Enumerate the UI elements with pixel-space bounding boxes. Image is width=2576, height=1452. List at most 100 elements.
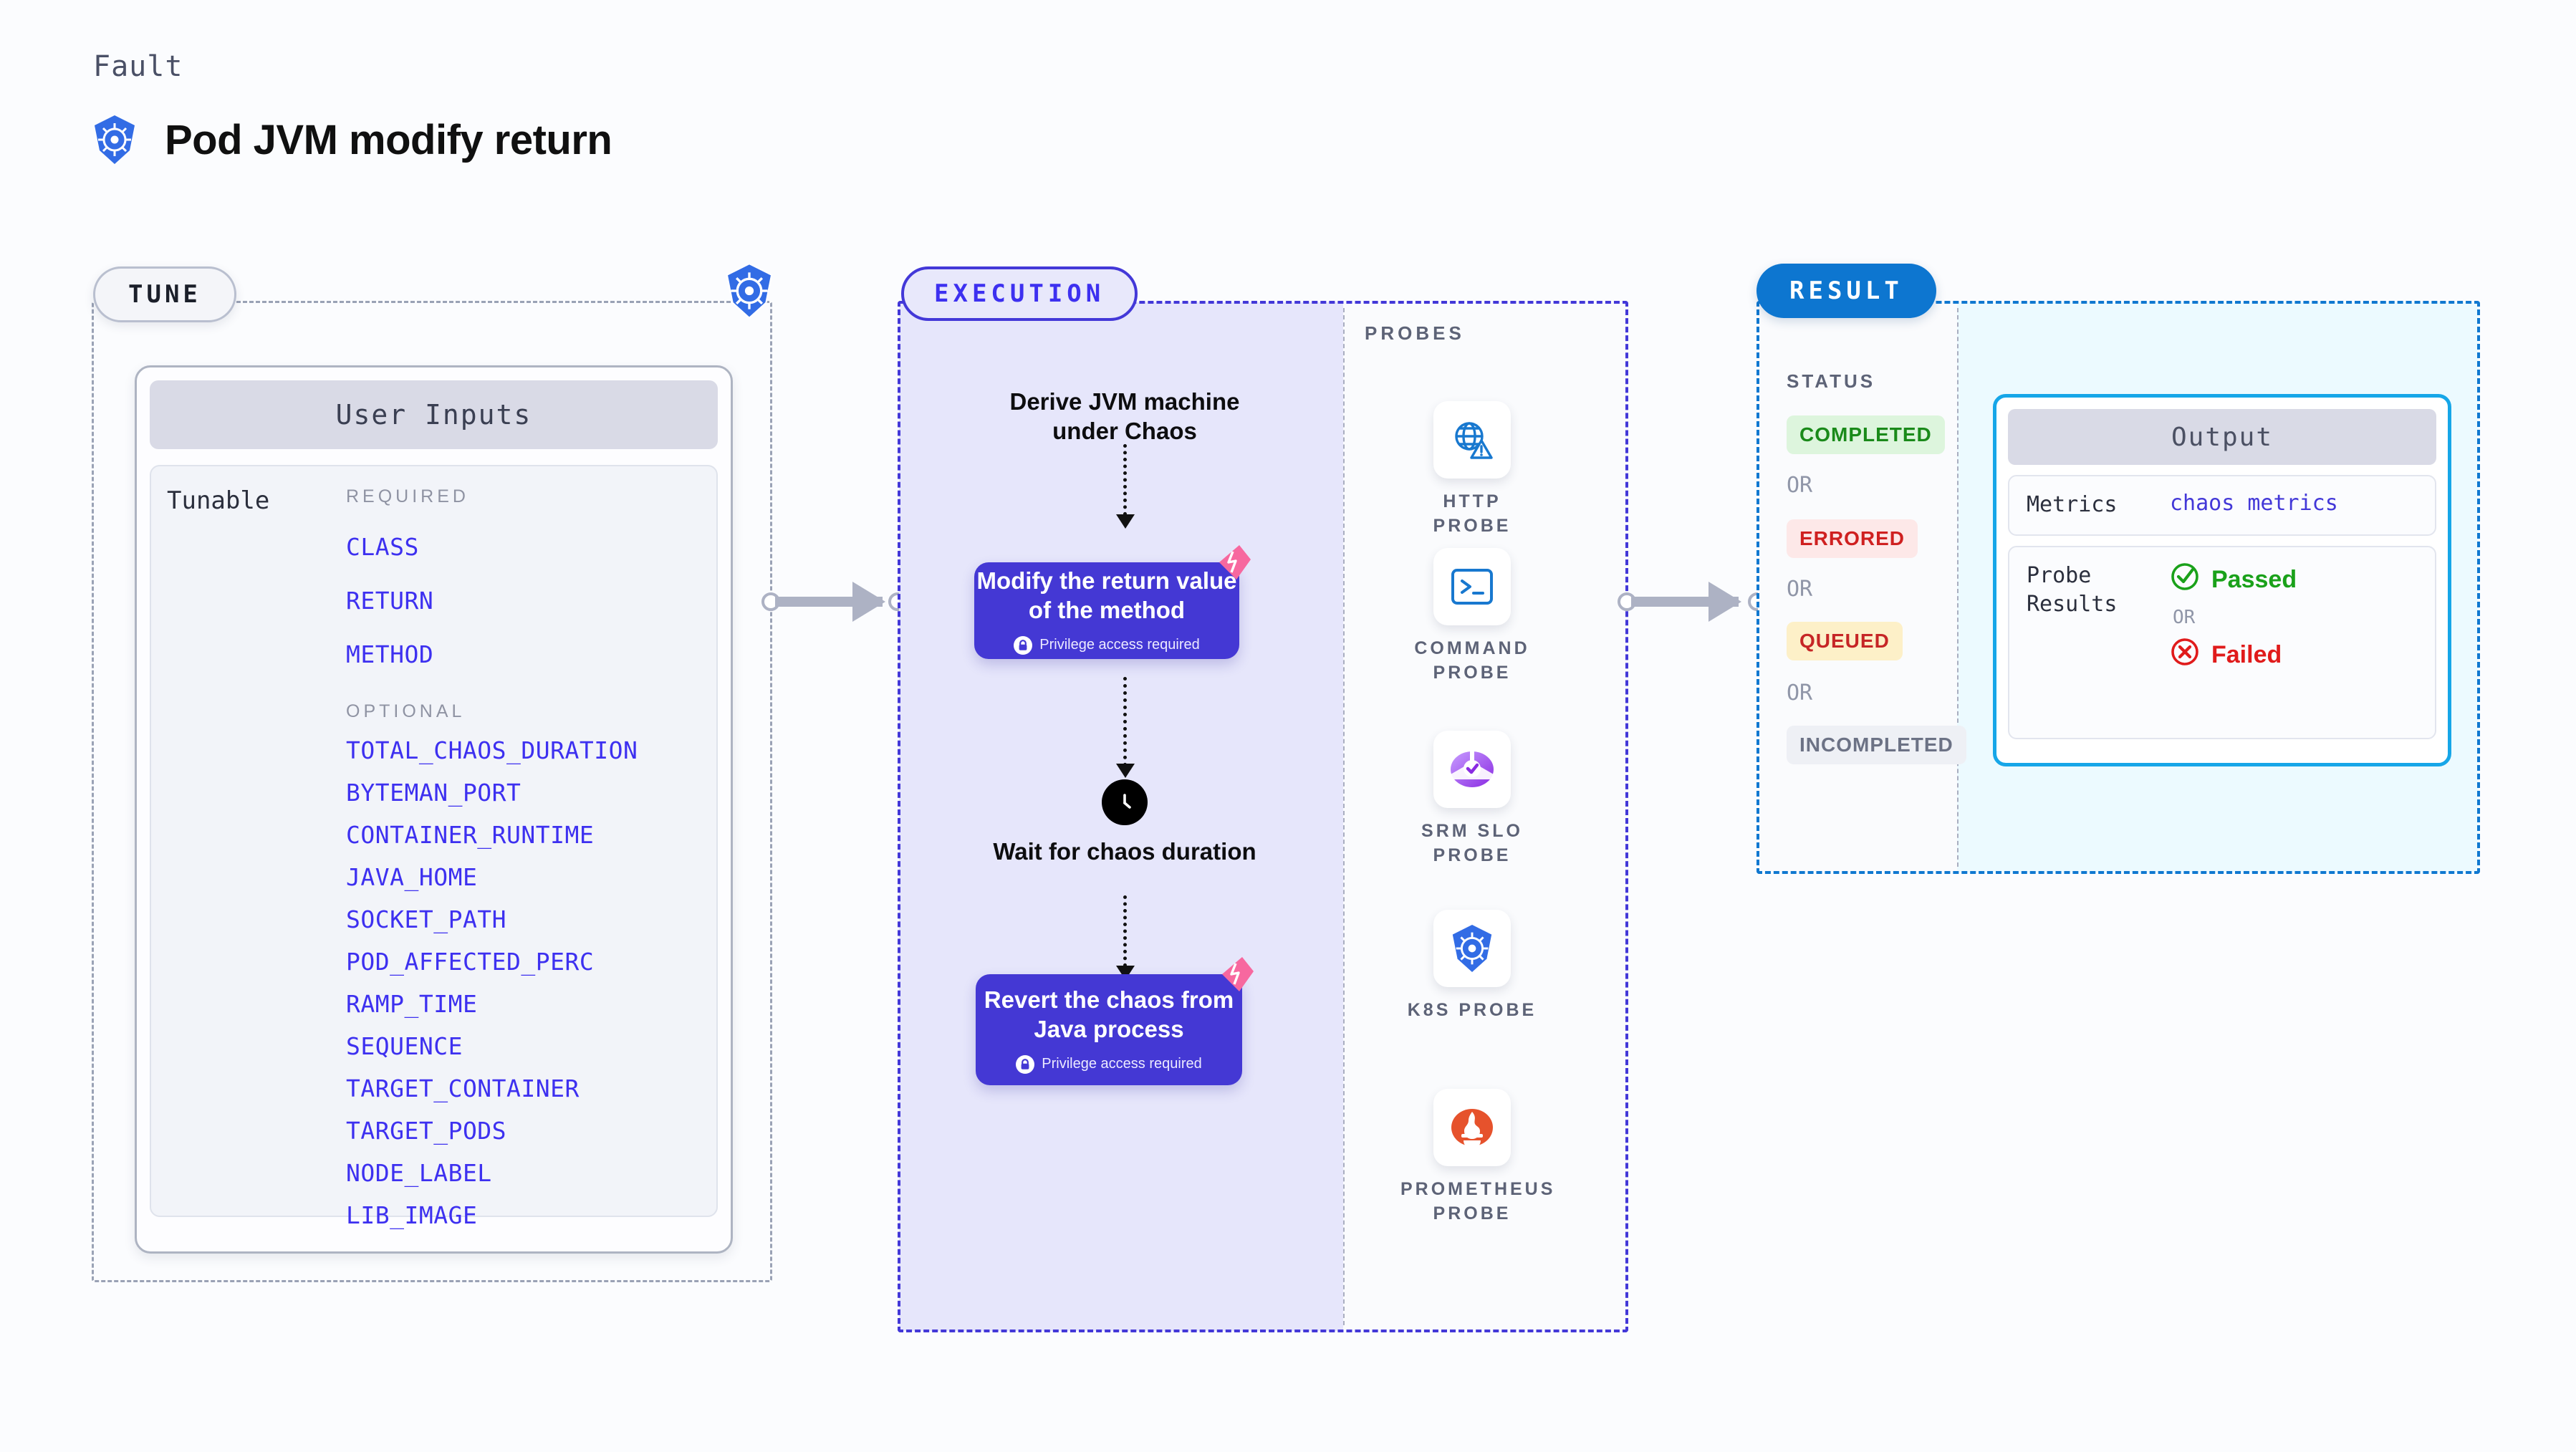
probe-http-label: HTTP PROBE bbox=[1433, 491, 1512, 536]
execution-card-revert-chaos[interactable]: Revert the chaos from Java process Privi… bbox=[976, 957, 1254, 1085]
srm-slo-icon bbox=[1433, 731, 1511, 808]
status-badge-queued: QUEUED bbox=[1787, 622, 1903, 660]
status-or-1: OR bbox=[1787, 473, 1813, 498]
probe-prometheus-label: PROMETHEUS PROBE bbox=[1400, 1179, 1556, 1223]
probe-k8s-label: K8S PROBE bbox=[1407, 1000, 1537, 1020]
probe-srm-slo[interactable]: SRM SLO PROBE bbox=[1400, 731, 1544, 868]
probe-command-label: COMMAND PROBE bbox=[1414, 638, 1530, 683]
probe-result-or: OR bbox=[2173, 606, 2196, 628]
tune-pill-label: TUNE bbox=[128, 280, 201, 309]
probe-command[interactable]: COMMAND PROBE bbox=[1400, 548, 1544, 686]
execution-step-wait-chaos: Wait for chaos duration bbox=[993, 838, 1256, 865]
probe-result-passed: Passed bbox=[2170, 562, 2297, 598]
arrow-step1-to-step2 bbox=[1123, 444, 1130, 516]
tune-kubernetes-badge-icon bbox=[724, 262, 775, 322]
probe-result-passed-label: Passed bbox=[2211, 565, 2297, 593]
required-group-label: REQUIRED bbox=[346, 486, 469, 506]
execution-stage-pill[interactable]: EXECUTION bbox=[901, 266, 1138, 321]
output-title: Output bbox=[2171, 422, 2274, 452]
optional-group-label: OPTIONAL bbox=[346, 701, 466, 721]
status-badge-completed: COMPLETED bbox=[1787, 415, 1945, 454]
page-title: Pod JVM modify return bbox=[165, 116, 612, 163]
probes-title: PROBES bbox=[1365, 322, 1465, 344]
user-inputs-card: User Inputs Tunable REQUIRED CLASS RETUR… bbox=[135, 365, 733, 1254]
param-lib-image[interactable]: LIB_IMAGE bbox=[346, 1201, 478, 1229]
lock-icon bbox=[1014, 635, 1033, 655]
param-total-chaos-duration[interactable]: TOTAL_CHAOS_DURATION bbox=[346, 736, 638, 764]
privilege-note-text: Privilege access required bbox=[1039, 637, 1200, 653]
param-pod-affected-perc[interactable]: POD_AFFECTED_PERC bbox=[346, 948, 595, 976]
param-java-home[interactable]: JAVA_HOME bbox=[346, 863, 478, 891]
probe-result-failed: Failed bbox=[2170, 637, 2297, 673]
output-metrics-row: Metrics chaos metrics bbox=[2008, 475, 2436, 536]
status-or-3: OR bbox=[1787, 681, 1813, 706]
param-sequence[interactable]: SEQUENCE bbox=[346, 1032, 463, 1060]
status-badge-incompleted: INCOMPLETED bbox=[1787, 726, 1966, 764]
execution-card-modify-return-title: Modify the return value of the method bbox=[976, 567, 1237, 623]
output-probe-results-values: Passed OR Failed bbox=[2170, 562, 2297, 723]
kubernetes-icon bbox=[92, 115, 138, 165]
status-or-2: OR bbox=[1787, 577, 1813, 602]
param-byteman-port[interactable]: BYTEMAN_PORT bbox=[346, 779, 522, 807]
execution-region bbox=[898, 301, 1628, 1332]
probe-prometheus[interactable]: PROMETHEUS PROBE bbox=[1400, 1089, 1556, 1226]
user-inputs-title: User Inputs bbox=[335, 399, 532, 431]
execution-card-modify-return[interactable]: Modify the return value of the method Pr… bbox=[974, 545, 1251, 659]
output-card: Output Metrics chaos metrics Probe Resul… bbox=[1993, 394, 2451, 766]
output-metrics-key: Metrics bbox=[2027, 492, 2118, 517]
status-title: STATUS bbox=[1787, 370, 1876, 392]
arrow-step2-to-step3 bbox=[1123, 677, 1130, 766]
probe-result-failed-label: Failed bbox=[2211, 640, 2282, 668]
arrowhead-step1-to-step2 bbox=[1116, 514, 1135, 529]
output-probe-results-key: Probe Results bbox=[2027, 562, 2118, 617]
tune-region bbox=[92, 301, 772, 1282]
param-class[interactable]: CLASS bbox=[346, 533, 419, 561]
output-header: Output bbox=[2008, 409, 2436, 465]
execution-pill-label: EXECUTION bbox=[934, 279, 1105, 308]
probe-k8s[interactable]: K8S PROBE bbox=[1400, 910, 1544, 1023]
execution-card-revert-chaos-title: Revert the chaos from Java process bbox=[984, 986, 1234, 1042]
status-divider bbox=[1957, 308, 1959, 867]
prometheus-icon bbox=[1433, 1089, 1511, 1166]
x-circle-icon bbox=[2170, 637, 2200, 673]
tune-stage-pill[interactable]: TUNE bbox=[93, 266, 236, 322]
user-inputs-header: User Inputs bbox=[150, 380, 718, 449]
param-return[interactable]: RETURN bbox=[346, 587, 434, 615]
result-pill-label: RESULT bbox=[1789, 277, 1903, 305]
privilege-note: Privilege access required bbox=[1014, 635, 1200, 655]
globe-warning-icon bbox=[1433, 401, 1511, 479]
tunable-label: Tunable bbox=[167, 486, 270, 515]
probe-http[interactable]: HTTP PROBE bbox=[1400, 401, 1544, 539]
result-region bbox=[1756, 301, 2480, 874]
privilege-note: Privilege access required bbox=[1016, 1054, 1202, 1074]
privilege-note-text: Privilege access required bbox=[1042, 1056, 1202, 1072]
tunable-box: Tunable REQUIRED CLASS RETURN METHOD OPT… bbox=[150, 465, 718, 1229]
fault-eyebrow-label: Fault bbox=[93, 50, 183, 83]
output-metrics-value[interactable]: chaos metrics bbox=[2170, 491, 2338, 516]
param-ramp-time[interactable]: RAMP_TIME bbox=[346, 990, 478, 1018]
output-probe-results-row: Probe Results Passed OR bbox=[2008, 545, 2436, 739]
lock-icon bbox=[1016, 1054, 1035, 1074]
param-target-pods[interactable]: TARGET_PODS bbox=[346, 1117, 507, 1145]
arrow-step3-to-step4 bbox=[1123, 895, 1130, 967]
parameter-column: REQUIRED CLASS RETURN METHOD OPTIONAL TO… bbox=[346, 486, 709, 1229]
execution-step-derive-jvm: Derive JVM machine under Chaos bbox=[1009, 388, 1240, 445]
probe-srm-slo-label: SRM SLO PROBE bbox=[1421, 821, 1523, 865]
check-circle-icon bbox=[2170, 562, 2200, 598]
param-container-runtime[interactable]: CONTAINER_RUNTIME bbox=[346, 821, 595, 849]
chaos-flag-icon bbox=[1218, 956, 1258, 996]
page-title-row: Pod JVM modify return bbox=[92, 115, 612, 165]
param-socket-path[interactable]: SOCKET_PATH bbox=[346, 905, 507, 933]
result-stage-pill[interactable]: RESULT bbox=[1756, 264, 1936, 318]
terminal-icon bbox=[1433, 548, 1511, 625]
probes-divider bbox=[1343, 308, 1345, 1325]
param-method[interactable]: METHOD bbox=[346, 640, 434, 668]
clock-icon bbox=[1102, 779, 1148, 825]
arrowhead-step2-to-step3 bbox=[1116, 764, 1135, 778]
kubernetes-icon bbox=[1433, 910, 1511, 987]
param-target-container[interactable]: TARGET_CONTAINER bbox=[346, 1074, 580, 1102]
status-panel-background bbox=[1758, 302, 1957, 872]
chaos-flag-icon bbox=[1215, 544, 1255, 585]
param-node-label[interactable]: NODE_LABEL bbox=[346, 1159, 492, 1187]
status-badge-errored: ERRORED bbox=[1787, 519, 1918, 558]
